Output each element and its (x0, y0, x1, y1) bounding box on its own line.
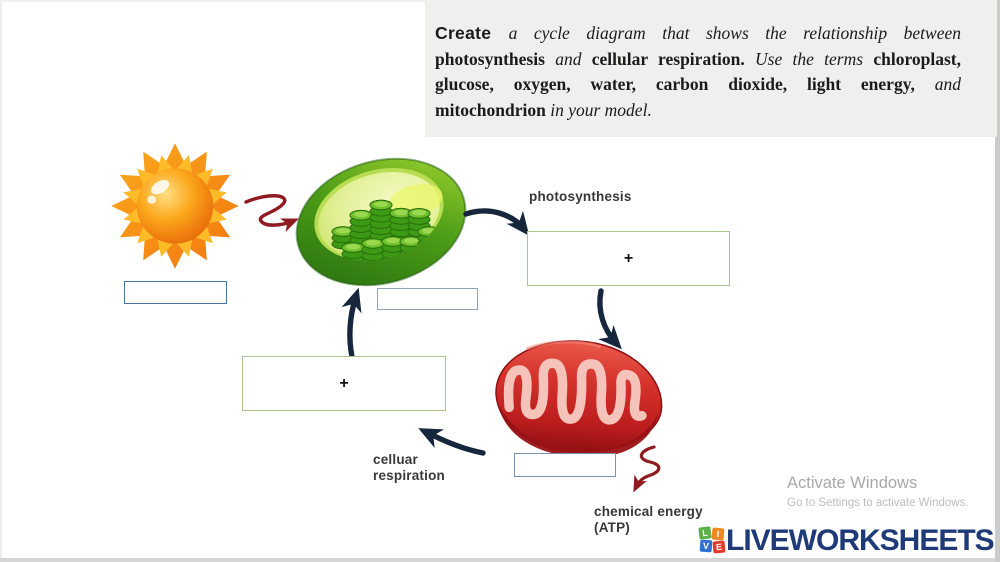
mitochondrion-cristae (503, 358, 647, 425)
activate-windows-subtitle: Go to Settings to activate Windows. (787, 497, 969, 509)
activate-windows-watermark: Activate Windows Go to Settings to activ… (787, 474, 969, 509)
logo-square-v: V (699, 539, 713, 553)
liveworksheets-logo-squares: L I V E (698, 526, 726, 557)
mitochondrion-highlight (525, 340, 602, 350)
cellular-respiration-label: celluar respiration (373, 452, 445, 483)
logo-square-e: E (712, 540, 726, 554)
answer-box-photosynthesis-products[interactable]: + (527, 231, 730, 286)
liveworksheets-logo[interactable]: L I V E LIVEWORKSHEETS (698, 524, 995, 558)
cellular-respiration-line2: respiration (373, 467, 445, 483)
chloroplast-illustration (295, 157, 467, 287)
answer-input-mitochondrion[interactable] (514, 453, 616, 477)
logo-square-l: L (698, 526, 712, 540)
sun-core (136, 168, 214, 244)
mitochondrion-illustration (495, 340, 663, 458)
plus-sign: + (339, 374, 349, 392)
sun-highlight-small (147, 195, 156, 204)
cellular-respiration-line1: celluar (373, 452, 418, 467)
chemical-energy-line1: chemical energy (594, 504, 703, 519)
liveworksheets-wordmark: LIVEWORKSHEETS (726, 524, 995, 557)
photosynthesis-label: photosynthesis (529, 189, 632, 204)
logo-square-i: I (711, 527, 725, 541)
sun-highlight (151, 179, 170, 195)
answer-input-chloroplast[interactable] (377, 288, 478, 310)
plus-sign: + (623, 249, 634, 267)
arrow-sun-to-chloroplast (244, 194, 299, 233)
answer-box-respiration-products[interactable]: + (242, 356, 446, 411)
instruction-text: Create a cycle diagram that shows the re… (425, 0, 997, 137)
answer-input-sun[interactable] (124, 281, 227, 304)
arrow-chloroplast-to-products (463, 208, 530, 236)
activate-windows-title: Activate Windows (787, 474, 918, 492)
arrow-mitochondrion-to-respiration-box (418, 428, 486, 456)
chemical-energy-line2: (ATP) (594, 519, 630, 535)
sun-illustration (111, 143, 239, 269)
arrow-respiration-box-to-chloroplast (341, 287, 362, 360)
chemical-energy-label: chemical energy (ATP) (594, 504, 703, 535)
mitochondrion-lower-wall (497, 402, 659, 458)
